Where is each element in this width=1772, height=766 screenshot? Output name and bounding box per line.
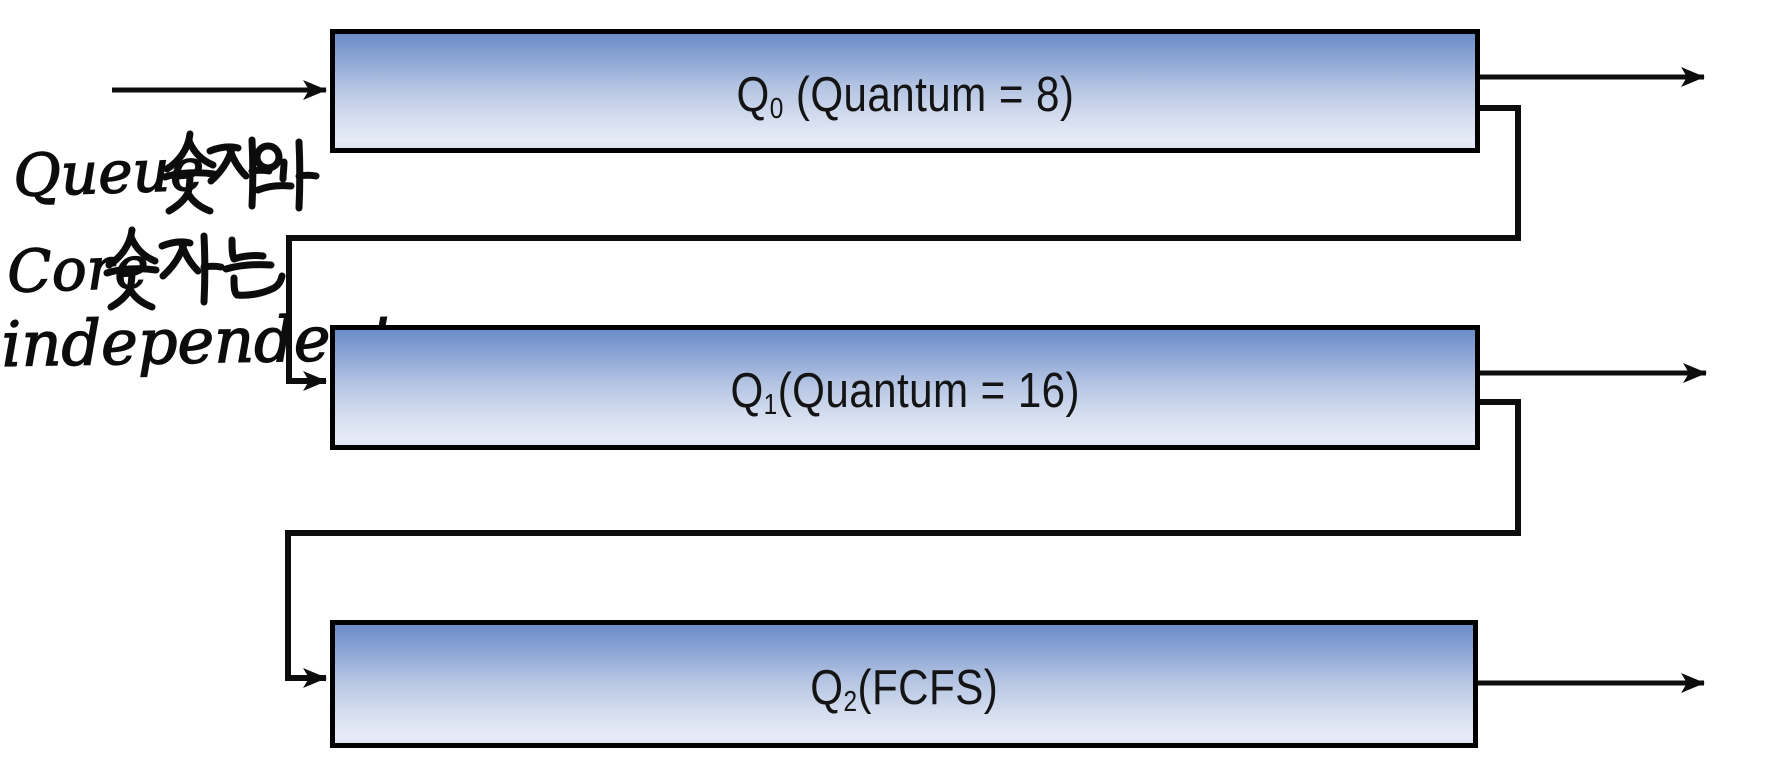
flow-arrows: [112, 67, 1707, 693]
queue-suffix: (FCFS): [857, 660, 998, 715]
queue-letter: Q: [736, 67, 770, 122]
queue-label-q2: Q2(FCFS): [810, 650, 998, 719]
queue-subscript: 2: [843, 685, 858, 718]
queue-suffix: (Quantum = 16): [777, 364, 1080, 419]
handwritten-annotation: Queue Core: [0, 130, 416, 382]
queue-label-q0: Q0 (Quantum = 8): [736, 57, 1074, 126]
hangul-sutjaneun-strokes: [103, 226, 286, 311]
queue-letter: Q: [730, 364, 764, 419]
queue-label-q1: Q1(Quantum = 16): [730, 353, 1080, 422]
queue-letter: Q: [810, 660, 844, 715]
queue-subscript: 0: [769, 92, 784, 125]
q1-to-q2-feedback-arrow: [285, 399, 1521, 688]
hangul-sutjawa-strokes: [161, 130, 320, 215]
queue-subscript: 1: [763, 388, 778, 421]
queue-box-q0: Q0 (Quantum = 8): [330, 29, 1480, 153]
queue-box-q1: Q1(Quantum = 16): [330, 325, 1480, 450]
queue-box-q2: Q2(FCFS): [330, 620, 1478, 748]
q0-to-q1-feedback-arrow: [286, 105, 1521, 391]
queue-suffix: (Quantum = 8): [783, 67, 1074, 122]
